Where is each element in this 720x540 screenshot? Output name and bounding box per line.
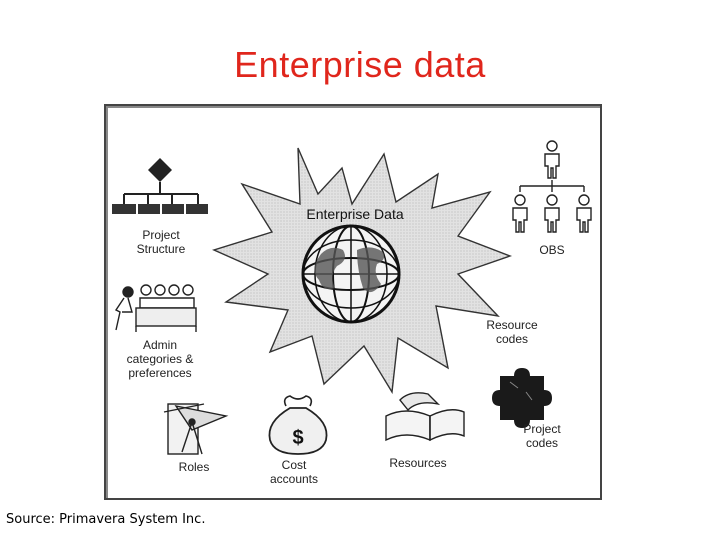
roles-label: Roles	[178, 460, 210, 474]
diagram-artwork: $	[112, 140, 592, 455]
money-bag-icon: $	[268, 395, 328, 455]
svg-text:$: $	[292, 427, 303, 449]
resource-codes-label: Resource codes	[486, 318, 538, 346]
obs-label: OBS	[539, 243, 565, 257]
globe-icon	[301, 224, 401, 324]
hierarchy-chart-icon	[112, 158, 208, 214]
puzzle-piece-icon	[492, 368, 552, 428]
cost-accounts-label: Cost accounts	[269, 458, 319, 486]
org-chart-people-icon	[512, 140, 592, 233]
project-codes-label: Project codes	[523, 422, 561, 450]
resources-label: Resources	[389, 456, 447, 470]
admin-label: Admin categories & preferences	[126, 338, 194, 380]
enterprise-data-diagram: $ Enterprise Data Project Structure OBS …	[104, 104, 602, 500]
open-book-icon	[385, 392, 465, 442]
page-title: Enterprise data	[234, 44, 486, 85]
drafting-tools-icon	[163, 403, 229, 455]
center-label: Enterprise Data	[306, 206, 404, 222]
source-caption: Source: Primavera System Inc.	[6, 512, 206, 527]
project-structure-label: Project Structure	[136, 228, 186, 256]
meeting-table-icon	[114, 284, 197, 332]
